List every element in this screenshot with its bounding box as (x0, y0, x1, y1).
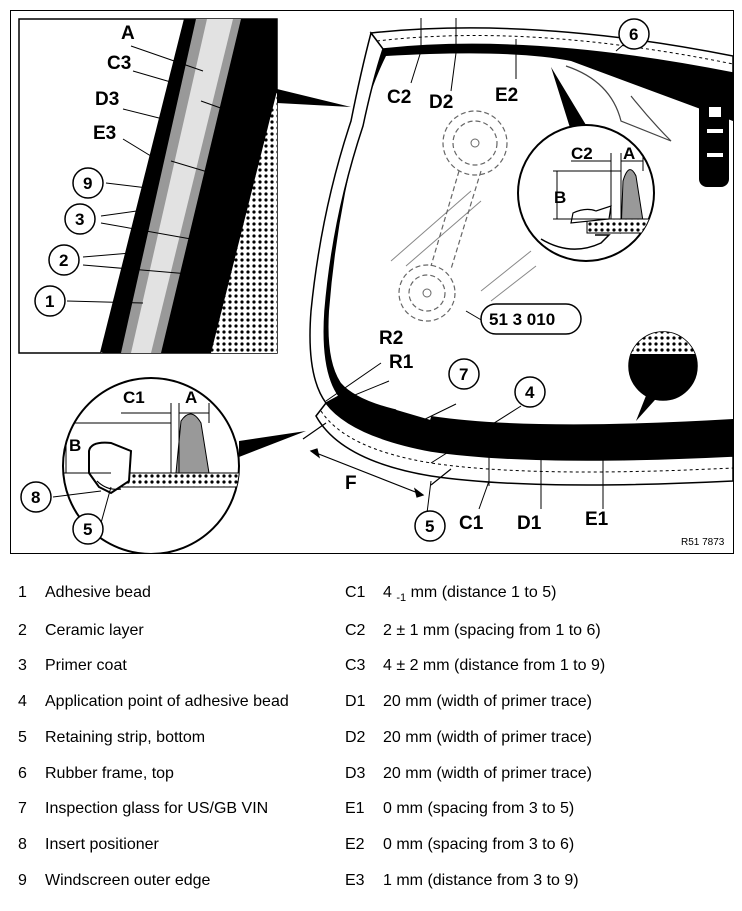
label-c2-detail-top: C2 (571, 144, 593, 163)
callout-1: 1 (45, 292, 54, 311)
callout-8: 8 (31, 488, 40, 507)
leader-lines-main (325, 44, 624, 522)
rain-sensor (699, 97, 729, 187)
windscreen-left-edge (309, 31, 384, 404)
mirror-base-hole (470, 138, 480, 148)
label-a-detail-top: A (623, 144, 635, 163)
detail-pointer (551, 67, 586, 131)
callout-7: 7 (459, 365, 468, 384)
callout-3: 3 (75, 210, 84, 229)
callout-5: 5 (425, 517, 434, 536)
label-r1: R1 (389, 352, 414, 373)
edge-section-inset (18, 18, 351, 354)
rubber-frame-top (369, 27, 733, 74)
dimension-markers (420, 18, 604, 489)
label-e1: E1 (585, 509, 609, 530)
label-r2: R2 (379, 328, 403, 349)
label-b-detail-top: B (554, 188, 566, 207)
label-a-detail-bottom: A (185, 388, 197, 407)
retaining-strip-bottom (315, 401, 733, 486)
callout-circles (20, 18, 650, 545)
callout-4: 4 (525, 383, 535, 402)
label-c1: C1 (459, 513, 484, 534)
label-c1-detail-bottom: C1 (123, 388, 145, 407)
primer-trace-bottom (320, 410, 733, 473)
callout-5-inset: 5 (83, 520, 92, 539)
label-d3: D3 (95, 89, 119, 110)
figure-reference: R51 7873 (681, 537, 725, 548)
label-d2: D2 (429, 92, 453, 113)
label-a-inset: A (121, 23, 135, 44)
label-b-detail-bottom: B (69, 436, 81, 455)
label-e3: E3 (93, 123, 116, 144)
mirror-base-hole (422, 288, 432, 298)
mirror-base-outline (398, 110, 508, 322)
callout-6: 6 (629, 25, 638, 44)
ceramic-dot-detail (628, 331, 698, 401)
label-d1: D1 (517, 513, 542, 534)
detail-circle-bottom (52, 377, 306, 553)
label-e2: E2 (495, 85, 518, 106)
glass-reflection (390, 190, 537, 302)
callout-2: 2 (59, 251, 68, 270)
dimension-f-line (302, 422, 452, 498)
inspection-glass (396, 404, 432, 420)
callout-9: 9 (83, 174, 92, 193)
detail-circle-top (517, 124, 655, 262)
windscreen-diagram: A C3 D3 E3 9 3 2 1 C2 D2 E2 6 A C2 B R2 … (10, 10, 734, 554)
label-c3: C3 (107, 53, 131, 74)
rain-sensor-window (707, 153, 723, 157)
label-f: F (345, 473, 357, 494)
rain-sensor-window (709, 107, 721, 117)
sensor-outline (565, 65, 672, 142)
rain-sensor-window (707, 129, 723, 133)
part-number: 51 3 010 (489, 310, 555, 329)
label-c2: C2 (387, 87, 411, 108)
